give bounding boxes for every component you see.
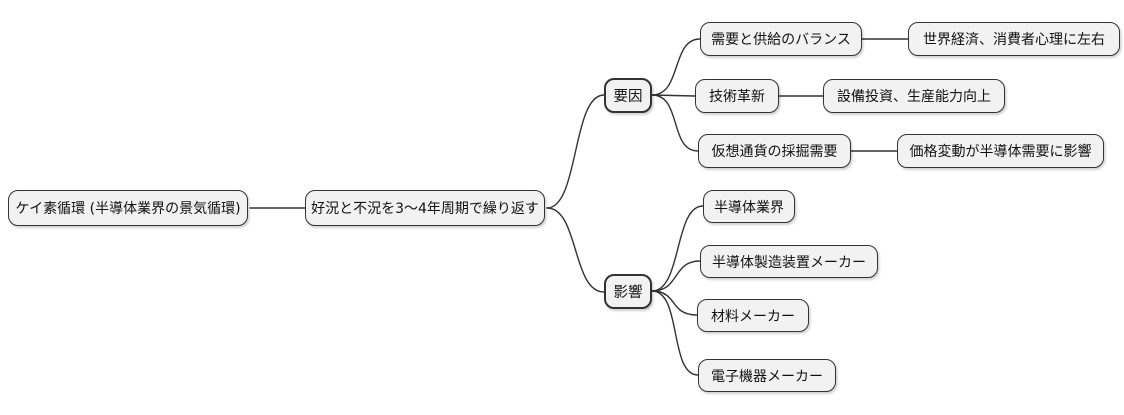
edge-effects-equipment <box>651 260 701 292</box>
edge-factors-crypto <box>651 94 699 152</box>
node-factor-innovation-detail: 設備投資、生産能力向上 <box>823 79 1005 113</box>
node-effect-semiconductor-industry: 半導体業界 <box>703 190 795 223</box>
edge-cycle-effects <box>546 207 605 293</box>
node-factor-innovation: 技術革新 <box>695 79 779 113</box>
node-branch-effects: 影響 <box>604 274 652 309</box>
edge-factors-supply <box>651 38 701 96</box>
edge-effects-electronics <box>651 290 699 376</box>
edge-effects-semiconductor <box>651 205 704 292</box>
node-factor-crypto-mining-detail: 価格変動が半導体需要に影響 <box>897 134 1104 168</box>
node-branch-factors: 要因 <box>604 78 652 113</box>
node-factor-supply-demand-detail: 世界経済、消費者心理に左右 <box>908 22 1120 56</box>
node-cycle-summary: 好況と不況を3〜4年周期で繰り返す <box>305 190 545 226</box>
node-effect-electronics-makers: 電子機器メーカー <box>698 359 836 392</box>
node-effect-equipment-makers: 半導体製造装置メーカー <box>700 245 878 278</box>
edge-factors-tech <box>651 94 696 97</box>
node-root: ケイ素循環 (半導体業界の景気循環) <box>8 190 248 226</box>
node-factor-supply-demand: 需要と供給のバランス <box>700 22 862 56</box>
node-effect-material-makers: 材料メーカー <box>697 299 809 332</box>
edge-effects-materials <box>651 290 698 316</box>
edge-cycle-factors <box>546 94 605 209</box>
node-factor-crypto-mining: 仮想通貨の採掘需要 <box>698 134 851 168</box>
